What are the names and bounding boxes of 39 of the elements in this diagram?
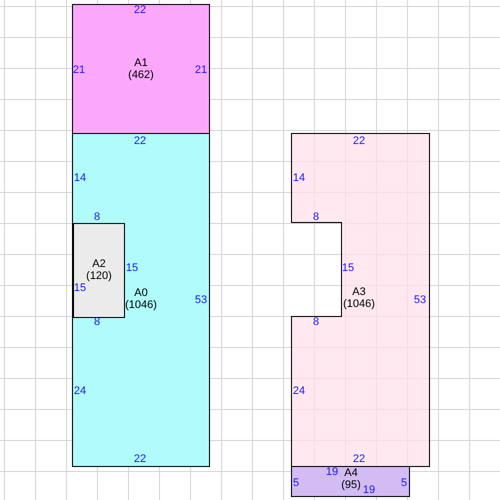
area-name: A0 xyxy=(134,287,148,299)
dimension-value: 8 xyxy=(94,211,100,223)
dimension-value: 15 xyxy=(126,262,138,274)
dimension-value: 5 xyxy=(400,477,408,489)
dimension-value: 24 xyxy=(292,385,306,397)
area-box xyxy=(73,223,125,318)
area-value: (95) xyxy=(341,479,361,491)
dimension-value: 14 xyxy=(74,172,86,184)
dimension-value: 22 xyxy=(134,453,146,465)
dimension-value: 22 xyxy=(352,135,366,147)
dimension-value: 53 xyxy=(414,294,426,306)
dimension-value: 21 xyxy=(72,64,86,76)
dimension-value: 21 xyxy=(194,64,208,76)
dimension-value: 19 xyxy=(362,484,376,496)
area-value: (1046) xyxy=(343,298,375,310)
area-shape xyxy=(291,133,430,467)
area-name: A2 xyxy=(92,258,106,270)
area-value: (1046) xyxy=(125,299,157,311)
dimension-value: 22 xyxy=(352,453,366,465)
dimension-value: 53 xyxy=(194,294,208,306)
area-value: (120) xyxy=(86,270,112,282)
dimension-value: 5 xyxy=(292,477,300,489)
dimension-value: 19 xyxy=(326,466,338,478)
dimension-value: 22 xyxy=(134,4,146,16)
dimension-value: 14 xyxy=(292,172,306,184)
dimension-value: 24 xyxy=(74,385,86,397)
area-name: A3 xyxy=(352,286,366,298)
area-box xyxy=(72,4,210,134)
area-value: (462) xyxy=(128,69,154,81)
area-name: A4 xyxy=(344,467,358,479)
dimension-value: 8 xyxy=(312,211,320,223)
area-box xyxy=(291,466,410,497)
dimension-value: 8 xyxy=(312,316,320,328)
dimension-value: 8 xyxy=(94,316,100,328)
dimension-value: 15 xyxy=(342,262,354,274)
dimension-value: 22 xyxy=(134,135,146,147)
area-name: A1 xyxy=(134,57,148,69)
area-box xyxy=(72,133,210,467)
dimension-value: 15 xyxy=(74,282,86,294)
